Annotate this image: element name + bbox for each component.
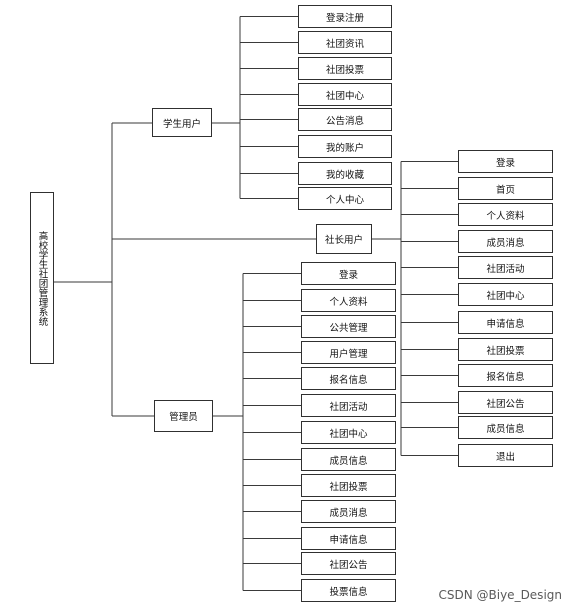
admin-item-1: 登录 [301, 262, 396, 285]
leader-item-3: 个人资料 [458, 203, 553, 226]
leader-node: 社长用户 [316, 224, 372, 254]
admin-item-13: 投票信息 [301, 579, 396, 602]
student-item-5: 公告消息 [298, 108, 392, 131]
admin-item-3: 公共管理 [301, 315, 396, 338]
leader-item-7: 申请信息 [458, 311, 553, 334]
student-item-7: 我的收藏 [298, 162, 392, 185]
admin-item-7: 社团中心 [301, 421, 396, 444]
leader-item-5: 社团活动 [458, 256, 553, 279]
student-item-6: 我的账户 [298, 135, 392, 158]
leader-item-6: 社团中心 [458, 283, 553, 306]
leader-item-10: 社团公告 [458, 391, 553, 414]
student-item-1: 登录注册 [298, 5, 392, 28]
admin-node: 管理员 [154, 400, 213, 432]
leader-item-4: 成员消息 [458, 230, 553, 253]
admin-item-8: 成员信息 [301, 448, 396, 471]
admin-item-9: 社团投票 [301, 474, 396, 497]
leader-item-2: 首页 [458, 177, 553, 200]
admin-item-11: 申请信息 [301, 527, 396, 550]
leader-item-9: 报名信息 [458, 364, 553, 387]
leader-item-8: 社团投票 [458, 338, 553, 361]
watermark: CSDN @Biye_Design [438, 588, 562, 602]
admin-item-2: 个人资料 [301, 289, 396, 312]
student-item-4: 社团中心 [298, 83, 392, 106]
leader-item-1: 登录 [458, 150, 553, 173]
student-item-3: 社团投票 [298, 57, 392, 80]
admin-item-6: 社团活动 [301, 394, 396, 417]
admin-item-10: 成员消息 [301, 500, 396, 523]
admin-item-4: 用户管理 [301, 341, 396, 364]
leader-item-11: 成员信息 [458, 416, 553, 439]
student-item-2: 社团资讯 [298, 31, 392, 54]
admin-item-12: 社团公告 [301, 552, 396, 575]
student-item-8: 个人中心 [298, 187, 392, 210]
root-node: 高校学生社团管理系统 [30, 192, 54, 364]
leader-item-12: 退出 [458, 444, 553, 467]
admin-item-5: 报名信息 [301, 367, 396, 390]
student-node: 学生用户 [152, 108, 212, 137]
